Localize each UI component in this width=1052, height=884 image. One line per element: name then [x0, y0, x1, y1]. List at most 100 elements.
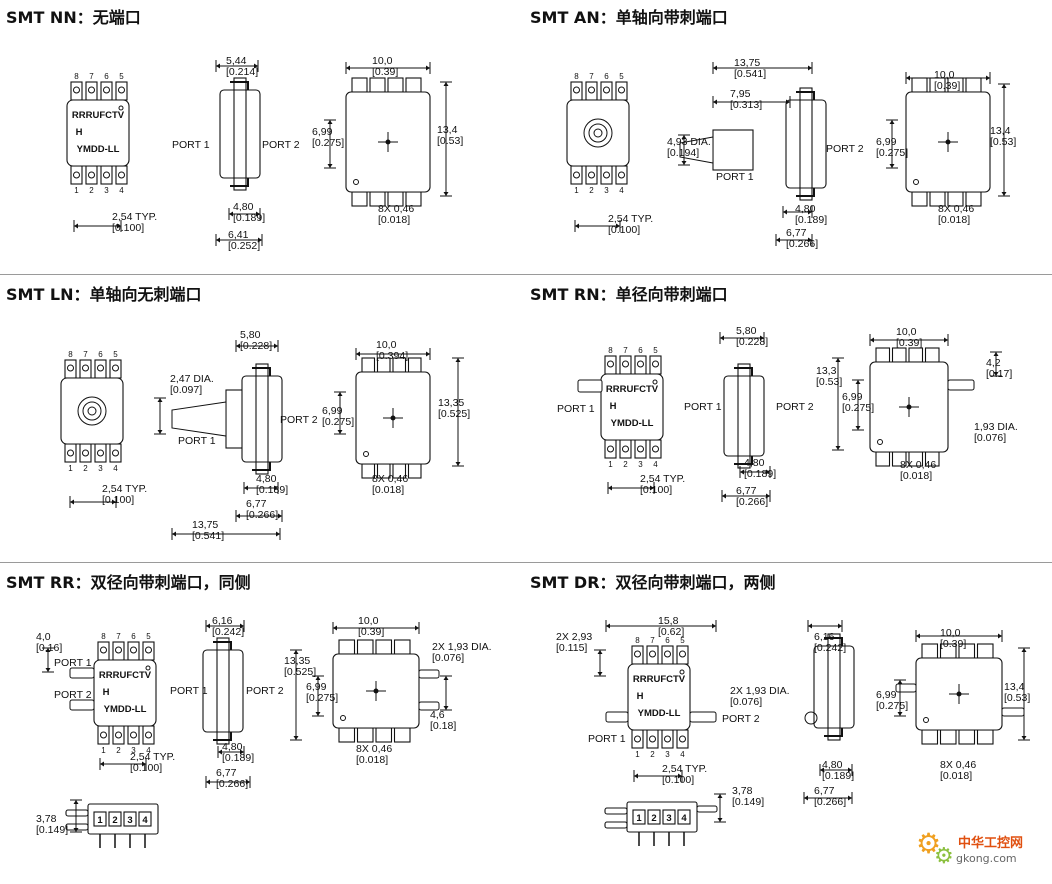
pin-hole [603, 171, 610, 179]
dimension-arrow [783, 209, 787, 215]
pin-box [662, 809, 676, 825]
dimension-value-inch: [0.018] [900, 470, 932, 482]
pin-number: 5 [113, 350, 118, 359]
dimension-value: 4,80 [822, 759, 843, 771]
pin-number: 7 [589, 72, 594, 81]
dimension-value-inch: [0.39] [896, 337, 922, 349]
dimension-arrow [889, 164, 895, 168]
pin-hole [607, 360, 614, 368]
lead-frame [799, 87, 813, 201]
dimension-arrow [157, 430, 163, 434]
pin-hole [130, 646, 137, 654]
dimension-arrow [597, 650, 603, 654]
dimension-arrow [1021, 736, 1027, 740]
dimension-arrow [315, 676, 321, 680]
pin-box [138, 811, 152, 827]
pin-number: 5 [619, 72, 624, 81]
pin-pad [939, 729, 957, 745]
port-label: PORT 2 [826, 143, 864, 155]
dimension-value: 15,8 [658, 615, 679, 627]
pin-number: 4 [113, 464, 118, 473]
pin-pad [600, 81, 613, 101]
dimension-arrow [74, 223, 78, 229]
port-ring [82, 401, 102, 421]
center-dot [945, 139, 951, 145]
orientation-dot [353, 179, 359, 185]
orientation-dot [145, 665, 151, 671]
pin-number: 1 [635, 750, 640, 759]
dimension-arrow [112, 499, 116, 505]
watermark-url: gkong.com [956, 852, 1017, 865]
pin-number: 6 [665, 636, 670, 645]
radial-port [895, 683, 917, 693]
pin-pad [109, 443, 122, 463]
dimension-arrow [443, 676, 449, 680]
pin-number: 5 [119, 72, 124, 81]
dimension-arrow [848, 767, 852, 773]
dimension-arrow [443, 192, 449, 196]
dimension-arrow [678, 773, 682, 779]
pin-pad [924, 347, 940, 363]
dimension-value-inch: [0.39] [358, 626, 384, 638]
pin-hole [637, 445, 644, 453]
pin-hole [67, 364, 74, 372]
pin-hole [603, 86, 610, 94]
dimension-arrow [681, 161, 687, 165]
section-title-smt-nn: SMT NN：无端口 [6, 8, 141, 27]
pin-number: 2 [89, 186, 94, 195]
dimension-arrow [1021, 648, 1027, 652]
dimension-value-inch: [0.252] [228, 240, 260, 252]
lead-profile [230, 81, 249, 187]
pin-number: 8 [74, 72, 79, 81]
pin-number: 5 [680, 636, 685, 645]
dimension-value: 4,80 [256, 473, 277, 485]
marking-text: H [76, 127, 83, 138]
pin-pad [97, 725, 110, 745]
dimension-value: 6,99 [842, 391, 863, 403]
dimension-arrow [944, 337, 948, 343]
dimension-value-inch: [0.53] [437, 135, 463, 147]
dimension-arrow [244, 485, 248, 491]
pin-hole [649, 735, 656, 743]
dimension-value-inch: [0.100] [662, 774, 694, 786]
pin-pad [112, 641, 125, 661]
dimension-arrow [848, 795, 852, 801]
dimension-arrow [443, 82, 449, 86]
pin-number: 3 [604, 186, 609, 195]
dimension-arrow [616, 223, 620, 229]
dimension-value: 2,54 TYP. [112, 211, 157, 223]
dimension-arrow [240, 623, 244, 629]
dimension-value: 8X 0,46 [940, 759, 976, 771]
pin-pad [911, 191, 928, 207]
lead-frame [827, 633, 841, 741]
dimension-arrow [455, 462, 461, 466]
pin-number: 6 [98, 350, 103, 359]
dimension-arrow [229, 211, 233, 217]
pin-pad [570, 165, 583, 185]
pin-hole [588, 171, 595, 179]
dimension-arrow [1001, 192, 1007, 196]
port-housing [712, 129, 754, 171]
port-label: PORT 1 [684, 401, 722, 413]
dimension-value: 13,3 [816, 365, 837, 377]
radial-port [69, 699, 95, 711]
side-pin-number: 4 [681, 813, 687, 824]
pin-hole [82, 364, 89, 372]
port-hole [87, 406, 97, 416]
port-ring [77, 396, 107, 426]
pin-pad [115, 81, 128, 101]
dimension-arrow [73, 800, 79, 804]
dimension-value-inch: [0.228] [736, 336, 768, 348]
pin-pad [976, 729, 994, 745]
pin-pad [100, 165, 113, 185]
pin-pad [338, 727, 356, 743]
pin-number: 6 [604, 72, 609, 81]
dimension-value-inch: [0.018] [938, 214, 970, 226]
dimension-value-inch: [0.39] [372, 66, 398, 78]
dimension-value: 6,77 [736, 485, 757, 497]
dimension-arrow [274, 485, 278, 491]
side-pin-number: 2 [112, 815, 117, 826]
pin-hole [88, 171, 95, 179]
marking-text: YMDD-LL [638, 708, 681, 719]
